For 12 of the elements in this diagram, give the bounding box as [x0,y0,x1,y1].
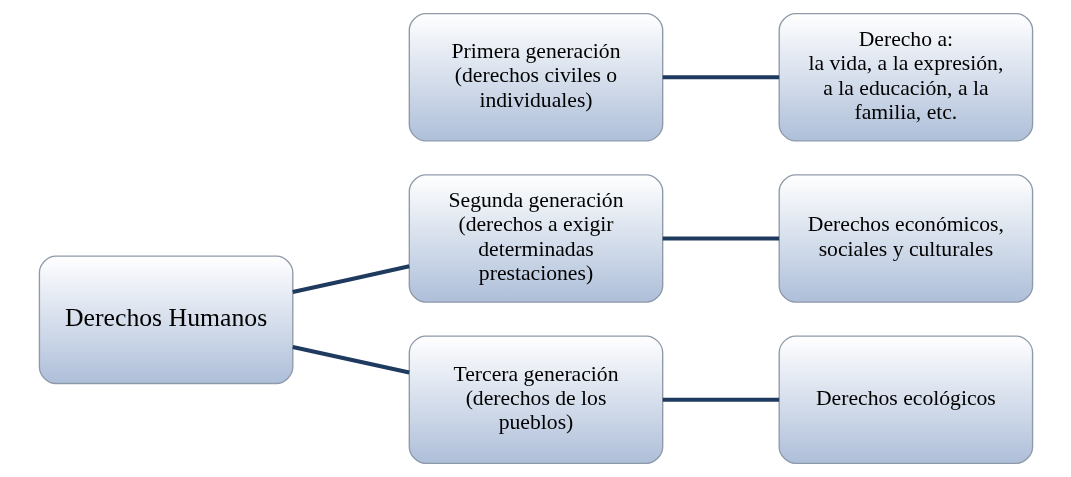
node-box: Derecho a: la vida, a la expresión, a la educación, a la familia, etc. [778,12,1033,142]
connector [662,75,779,80]
node-box: Segunda generación (derechos a exigir determinadas prestaciones) [408,174,663,303]
node-box: Tercera generación (derechos de los pueblos) [408,335,663,465]
connector [291,345,410,375]
node-box: Derechos Humanos [38,255,293,385]
connector [662,397,779,402]
connector [662,236,779,241]
node-box: Derechos ecológicos [778,335,1033,465]
connector [291,264,410,295]
node-box: Derechos económicos, sociales y culturales [778,174,1033,303]
node-box: Primera generación (derechos civiles o individuales) [408,12,663,142]
